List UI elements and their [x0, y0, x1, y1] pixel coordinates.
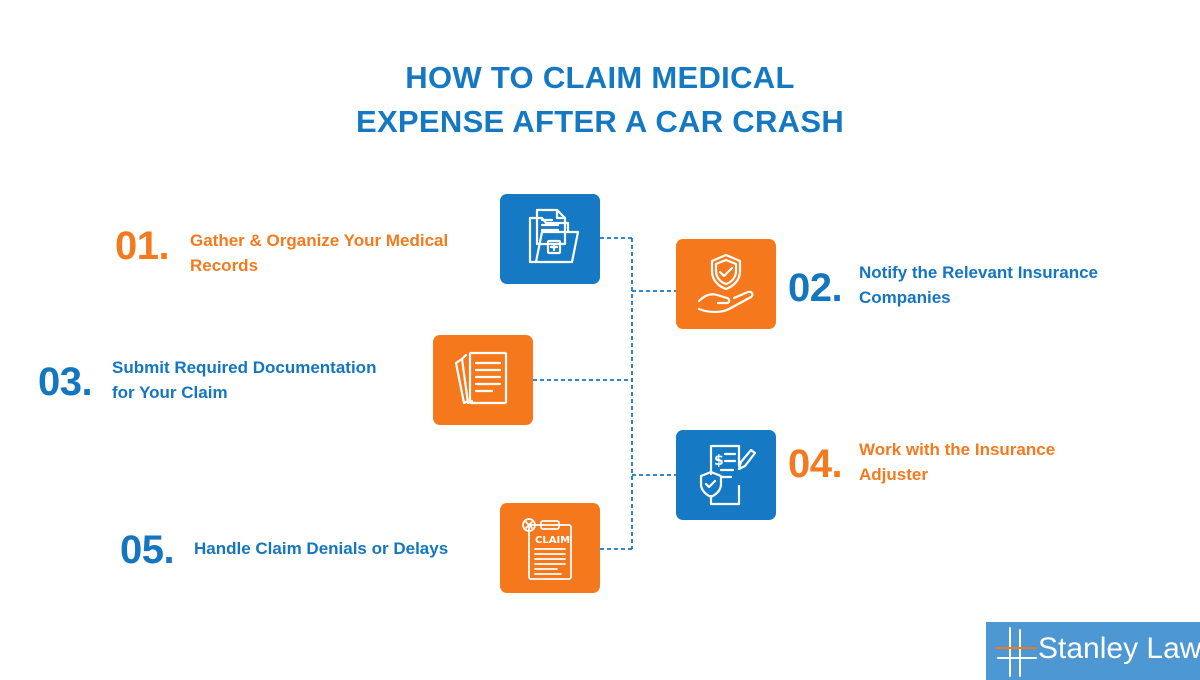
step-05-label: Handle Claim Denials or Delays: [194, 536, 448, 561]
svg-text:$: $: [714, 453, 724, 469]
step-04-label-line-1: Work with the Insurance: [859, 440, 1056, 459]
step-04-label-line-2: Adjuster: [859, 465, 928, 484]
step-03-label: Submit Required Documentation for Your C…: [112, 355, 376, 405]
stanley-law-logo: Stanley Law: [986, 622, 1200, 680]
step-05-number: 05.: [120, 528, 175, 572]
step-01-icon-box: [500, 194, 600, 284]
page-title: HOW TO CLAIM MEDICAL EXPENSE AFTER A CAR…: [0, 56, 1200, 144]
insurance-hand-shield-icon: [697, 253, 754, 314]
logo-mark-icon: [995, 627, 1037, 677]
step-02-icon-box: [676, 239, 776, 329]
claim-clipboard-icon: CLAIM: [522, 518, 572, 580]
step-05-label-line-1: Handle Claim Denials or Delays: [194, 539, 449, 558]
step-01-number: 01.: [115, 224, 170, 268]
medical-folder-icon: [528, 208, 580, 264]
step-04-number: 04.: [788, 442, 843, 486]
step-03-number: 03.: [38, 360, 93, 404]
title-line-2: EXPENSE AFTER A CAR CRASH: [355, 104, 845, 139]
step-02-label: Notify the Relevant Insurance Companies: [859, 260, 1098, 310]
step-02-label-line-1: Notify the Relevant Insurance: [859, 263, 1099, 282]
title-line-1: HOW TO CLAIM MEDICAL: [405, 60, 795, 95]
step-03-icon-box: [433, 335, 533, 425]
step-05-icon-box: CLAIM: [500, 503, 600, 593]
step-01-label: Gather & Organize Your Medical Records: [190, 228, 448, 278]
logo-text: Stanley Law: [1038, 632, 1200, 665]
step-01-label-line-1: Gather & Organize Your Medical: [190, 231, 449, 250]
svg-text:CLAIM: CLAIM: [535, 535, 570, 546]
step-03-label-line-2: for Your Claim: [112, 383, 228, 402]
step-03-label-line-1: Submit Required Documentation: [112, 358, 377, 377]
step-02-label-line-2: Companies: [859, 288, 951, 307]
step-02-number: 02.: [788, 266, 843, 310]
step-01-label-line-2: Records: [190, 256, 259, 275]
policy-document-pen-icon: $: [699, 444, 757, 506]
step-04-label: Work with the Insurance Adjuster: [859, 437, 1055, 487]
step-04-icon-box: $: [676, 430, 776, 520]
documents-stack-icon: [454, 351, 508, 405]
